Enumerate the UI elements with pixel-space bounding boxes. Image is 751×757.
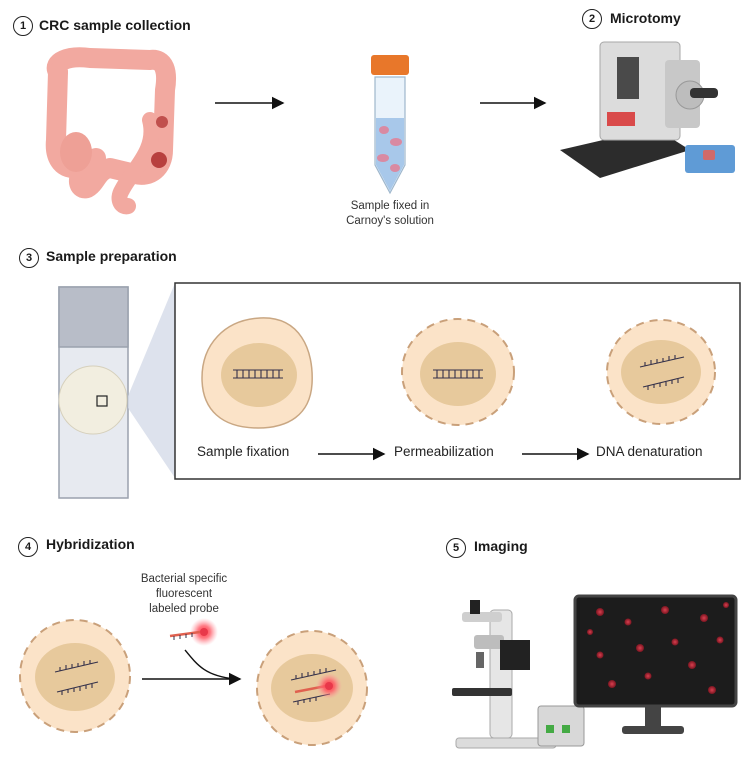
slide-illustration [58,283,175,499]
microtome-illustration [560,41,735,178]
cell-denaturation [606,319,716,425]
step-2-number: 2 [582,9,602,29]
step-1-title: CRC sample collection [39,17,191,33]
microscope-illustration [452,600,585,749]
tube-illustration [371,55,409,195]
monitor-illustration [573,594,738,734]
step-3-title: Sample preparation [46,248,177,264]
probe-illustration [169,618,218,646]
probe-caption: Bacterial specific fluorescent labeled p… [126,572,242,617]
colon-illustration [45,47,177,215]
prep-step-denaturation: DNA denaturation [596,444,703,459]
probe-caption-line-1: Bacterial specific [140,573,228,585]
tube-caption-line-1: Sample fixed in [350,200,430,212]
step-2-title: Microtomy [610,10,681,26]
cell-before-hybridization [19,619,131,733]
probe-merge-curve [184,649,236,680]
probe-caption-line-3: labeled probe [149,603,219,615]
step-5-title: Imaging [474,538,528,554]
prep-step-permeabilization: Permeabilization [394,444,494,459]
step-4-title: Hybridization [46,536,135,552]
cell-permeabilization [401,318,515,426]
probe-caption-line-2: fluorescent [155,588,213,600]
prep-step-fixation: Sample fixation [197,444,290,459]
cell-after-hybridization [256,630,368,746]
step-5-number: 5 [446,538,466,558]
step-3-number: 3 [19,248,39,268]
step-1-number: 1 [13,16,33,36]
tube-caption: Sample fixed in Carnoy's solution [334,199,446,229]
step-4-number: 4 [18,537,38,557]
tube-caption-line-2: Carnoy's solution [346,215,434,227]
cell-fixation [201,317,313,429]
